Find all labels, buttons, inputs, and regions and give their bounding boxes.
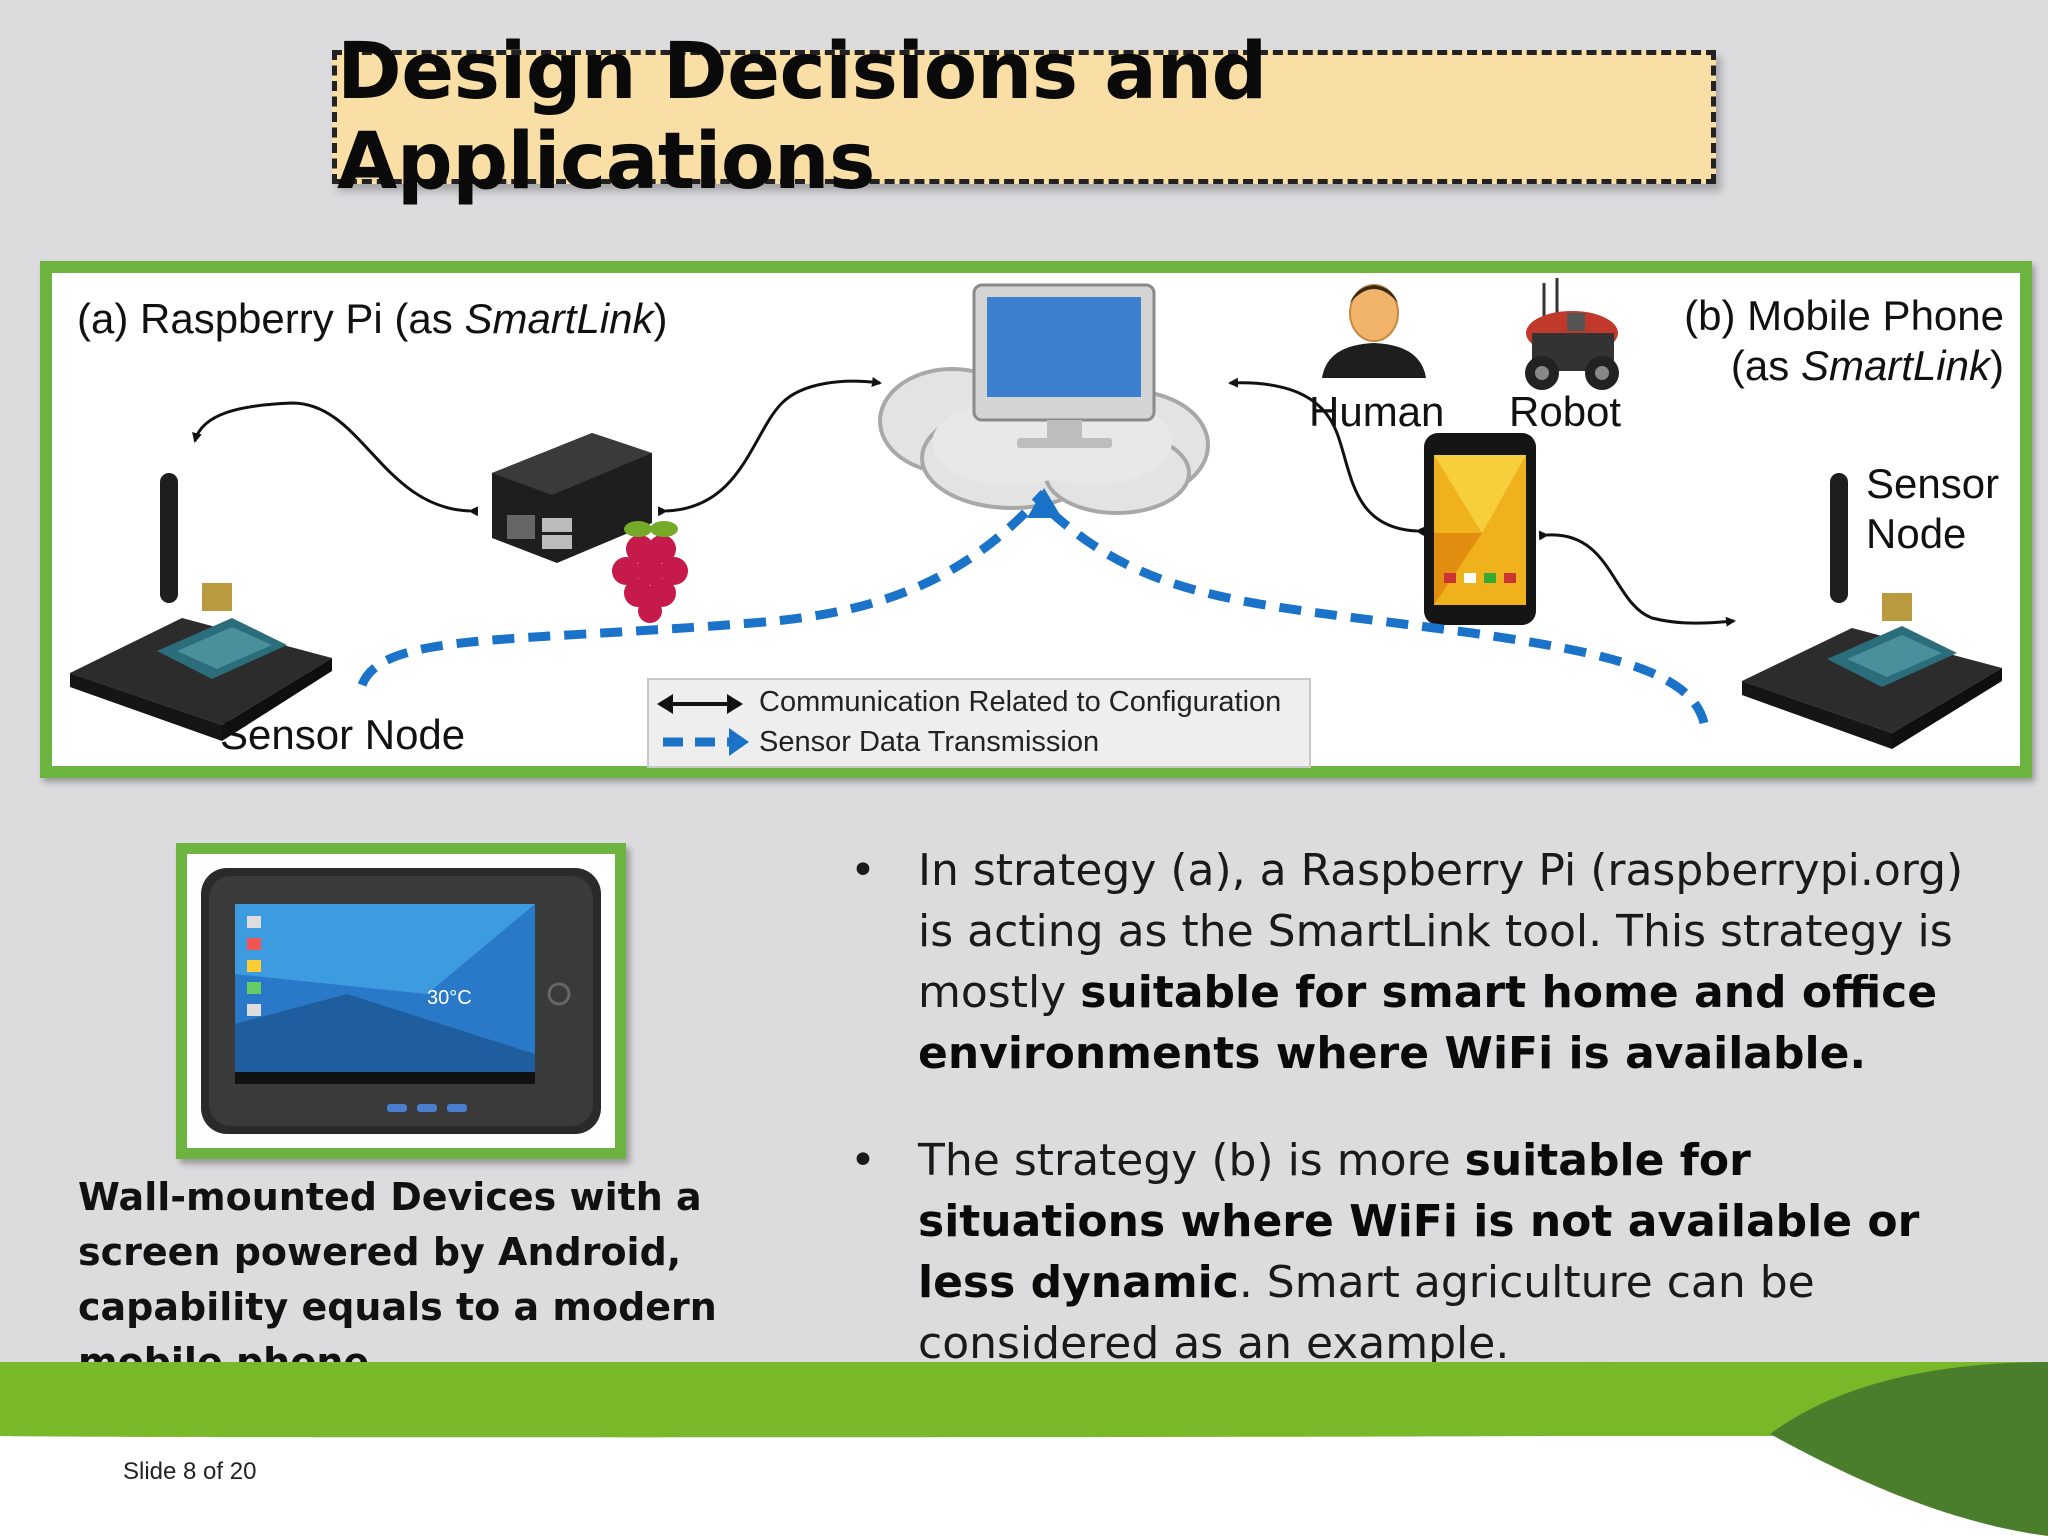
label-strategy-b-line2: (as SmartLink) (1684, 341, 2004, 391)
bullet-item-strategy-b: • The strategy (b) is more suitable for … (850, 1130, 2000, 1374)
label-strategy-a-suffix: ) (653, 295, 668, 342)
bullet-list: • In strategy (a), a Raspberry Pi (raspb… (850, 840, 2000, 1374)
label-strategy-b-prefix: (as (1730, 342, 1801, 389)
mobile-phone-icon (1424, 433, 1536, 625)
legend-double-arrow-icon (657, 694, 743, 714)
label-sensor-node-left: Sensor Node (220, 711, 466, 758)
label-robot: Robot (1509, 388, 1622, 435)
tablet-image-frame: 30°C (176, 843, 626, 1159)
slide-title-box: Design Decisions and Applications (332, 27, 1716, 207)
slide-number: Slide 8 of 20 (123, 1458, 257, 1485)
raspberry-pi-icon (492, 433, 688, 623)
slide-title: Design Decisions and Applications (337, 27, 1267, 207)
bullet-b-text-after: . Smart agriculture can be considered as… (918, 1257, 1815, 1369)
wall-mounted-tablet-image: 30°C (201, 868, 601, 1134)
tablet-temperature: 30°C (427, 987, 472, 1009)
footer-green-wave (0, 1362, 2048, 1536)
legend-dashed-arrow-icon (663, 728, 749, 756)
label-human: Human (1309, 388, 1445, 435)
diagram-graphics (70, 278, 2002, 749)
bullet-a-text: In strategy (a), a Raspberry Pi (raspber… (918, 845, 1964, 1018)
tablet-caption: Wall-mounted Devices with a screen power… (78, 1175, 717, 1384)
legend-symbols (657, 694, 749, 756)
label-sensor-node-right-line1: Sensor (1866, 460, 2000, 507)
bullet-item-strategy-a: • In strategy (a), a Raspberry Pi (raspb… (850, 840, 2000, 1084)
label-strategy-a-italic: SmartLink (464, 295, 654, 342)
bullet-dot: • (850, 845, 876, 896)
sensor-node-right-icon (1742, 473, 2002, 749)
label-strategy-b: (b) Mobile Phone (as SmartLink) (1684, 291, 2004, 391)
bullet-b-bold: suitable for situations where WiFi is no… (918, 1135, 1920, 1308)
label-strategy-b-line1: (b) Mobile Phone (1684, 292, 2004, 339)
architecture-diagram: (a) Raspberry Pi (as SmartLink) (b) Mobi… (40, 261, 2032, 778)
diagram-legend: Communication Related to Configuration S… (647, 678, 1311, 768)
legend-configuration-label: Communication Related to Configuration (759, 686, 1282, 718)
computer-monitor-icon (972, 283, 1156, 448)
bullet-dot: • (850, 1135, 876, 1186)
legend-sensor-data-label: Sensor Data Transmission (759, 726, 1100, 758)
label-strategy-a-prefix: (a) Raspberry Pi (as (77, 295, 465, 342)
robot-icon (1525, 278, 1619, 390)
human-icon (1322, 284, 1426, 378)
sensor-node-left-icon (70, 473, 332, 741)
label-strategy-a: (a) Raspberry Pi (as SmartLink) (77, 295, 668, 343)
bullet-b-text: The strategy (b) is more (918, 1135, 1465, 1186)
bullet-a-bold: suitable for smart home and office envir… (918, 967, 1938, 1079)
label-sensor-node-right: Sensor Node (1866, 459, 1999, 559)
label-strategy-b-italic: SmartLink (1800, 342, 1990, 389)
footer-area (0, 1436, 2048, 1536)
label-strategy-b-suffix: ) (1990, 342, 2004, 389)
label-sensor-node-right-line2: Node (1866, 510, 1967, 557)
